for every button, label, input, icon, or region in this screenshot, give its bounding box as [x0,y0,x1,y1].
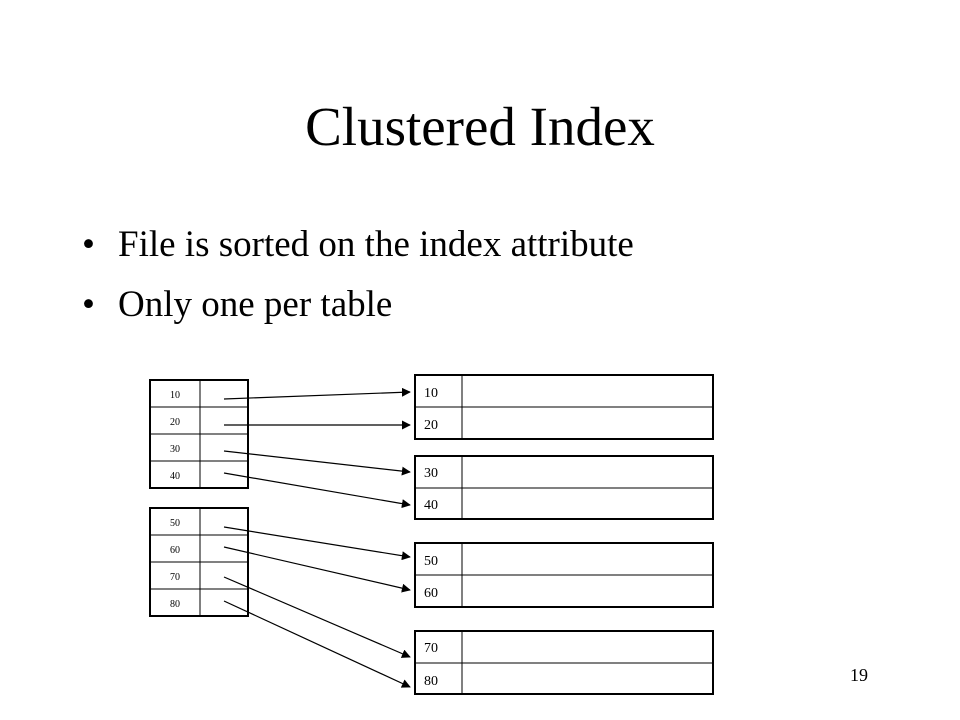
data-block-key: 60 [424,586,438,601]
data-block-key: 40 [424,498,438,513]
data-block-key: 80 [424,674,438,689]
index-key: 70 [170,572,180,583]
data-block-3: 50 60 [414,542,714,608]
bullet-list: File is sorted on the index attribute On… [82,215,634,335]
index-page-2: 50 60 70 80 [149,507,249,617]
index-key: 40 [170,471,180,482]
data-block-key: 30 [424,466,438,481]
index-key: 30 [170,444,180,455]
data-block-key: 10 [424,386,438,401]
pointer-arrow [223,600,411,688]
pointer-arrow [223,546,411,593]
pointer-arrow [223,472,411,509]
index-key: 50 [170,518,180,529]
pointer-arrow [223,450,411,476]
data-block-key: 50 [424,554,438,569]
index-page-1: 10 20 30 40 [149,379,249,489]
pointer-arrows [223,387,411,688]
pointer-arrow [223,526,411,561]
index-key: 20 [170,417,180,428]
data-block-key: 20 [424,418,438,433]
page-number: 19 [850,665,868,685]
bullet-item: File is sorted on the index attribute [82,215,634,275]
data-block-2: 30 40 [414,455,714,520]
pointer-arrow [223,576,411,658]
bullet-item: Only one per table [82,275,634,335]
slide-title: Clustered Index [305,96,655,157]
data-block-key: 70 [424,641,438,656]
data-block-4: 70 80 [414,630,714,695]
data-block-1: 10 20 [414,374,714,440]
index-key: 80 [170,599,180,610]
index-key: 60 [170,545,180,556]
pointer-arrow [223,387,411,400]
index-key: 10 [170,390,180,401]
